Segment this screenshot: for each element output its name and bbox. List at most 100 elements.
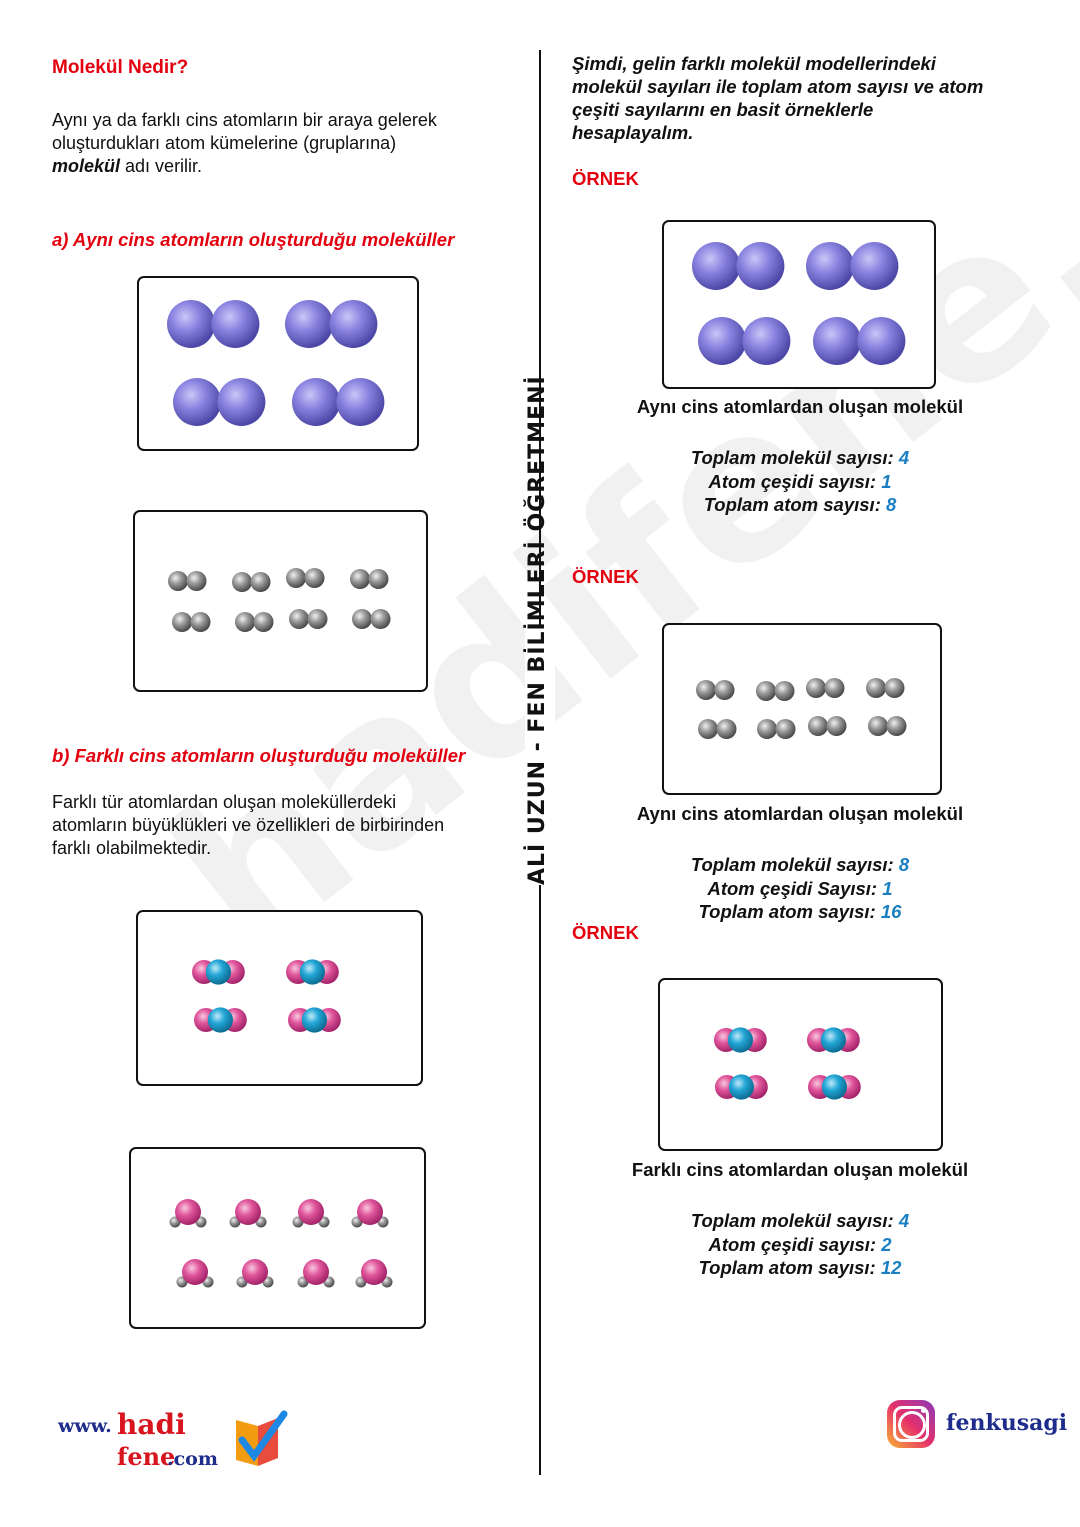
molecule-a2-atom xyxy=(352,609,372,629)
stat-label: Atom çeşidi sayısı: xyxy=(708,1233,882,1255)
site-hadi: hadi xyxy=(117,1408,186,1441)
molecule-a2-atom xyxy=(253,612,274,632)
instagram-icon[interactable] xyxy=(887,1400,935,1448)
section-b-line-3: farklı olabilmektedir. xyxy=(52,838,212,858)
molecule-ex3-atom xyxy=(727,1027,754,1053)
section-b-paragraph: Farklı tür atomlardan oluşan moleküllerd… xyxy=(52,791,522,860)
example-1-stats: Toplam molekül sayısı: 4 Atom çeşidi say… xyxy=(560,446,1040,517)
stat-label: Toplam atom sayısı: xyxy=(703,494,886,515)
molecule-a1-atom xyxy=(211,300,260,348)
instagram-handle[interactable]: fenkusagi xyxy=(946,1410,1068,1436)
stat-label: Toplam molekül sayısı: xyxy=(690,854,899,875)
stat-value: 8 xyxy=(886,494,897,515)
molecule-ex1-atom xyxy=(736,242,785,290)
molecule-ex1-atom xyxy=(813,317,861,365)
molecule-a2-atom xyxy=(350,569,370,589)
molecule-a2-atom xyxy=(172,612,192,632)
example-2-stat-1: Toplam molekül sayısı: 8 xyxy=(560,853,1040,877)
molecule-ex2-atom xyxy=(866,678,886,698)
molecule-a2-atom xyxy=(307,609,328,629)
example-1-label: ÖRNEK xyxy=(572,168,639,189)
molecule-a1-atom xyxy=(167,300,215,348)
molecule-ex1-atom xyxy=(742,317,791,365)
molecule-b1-atom xyxy=(301,1007,327,1033)
example-3-stat-1: Toplam molekül sayısı: 4 xyxy=(560,1209,1040,1233)
example-3-stat-3: Toplam atom sayısı: 12 xyxy=(560,1256,1040,1280)
molecule-a1-atom xyxy=(173,378,221,426)
definition-line-2: oluşturdukları atom kümelerine (grupları… xyxy=(52,133,397,153)
molecule-a2-atom xyxy=(235,612,255,632)
instagram-lens xyxy=(898,1411,926,1439)
section-b-line-1: Farklı tür atomlardan oluşan moleküllerd… xyxy=(52,792,397,812)
definition-rest: adı verilir. xyxy=(120,156,203,176)
example-2-stat-3: Toplam atom sayısı: 16 xyxy=(560,900,1040,924)
molecule-ex2-atom xyxy=(714,680,735,700)
example-2-caption: Aynı cins atomlardan oluşan molekül xyxy=(636,803,964,824)
molecule-ex3-atom xyxy=(821,1074,848,1100)
stat-value: 16 xyxy=(880,901,902,922)
intro-line-3: çeşiti sayılarını en basit örneklerle xyxy=(572,99,874,120)
stat-value: 4 xyxy=(898,1210,910,1231)
molecule-a1-atom xyxy=(329,300,378,348)
page-title: Molekül Nedir? xyxy=(52,57,189,78)
example-2-stats: Toplam molekül sayısı: 8 Atom çeşidi Say… xyxy=(560,853,1040,924)
stat-label: Toplam molekül sayısı: xyxy=(690,1210,899,1231)
example-2-stat-2: Atom çeşidi Sayısı: 1 xyxy=(560,877,1040,901)
molecule-b1-atom xyxy=(207,1007,233,1033)
molecule-a2-atom xyxy=(286,568,306,588)
example-2-box xyxy=(662,623,942,795)
molecule-a2-atom xyxy=(370,609,391,629)
molecule-ex2-atom xyxy=(826,716,847,736)
molecule-b2-atom xyxy=(175,1199,201,1225)
molecule-b2-atom xyxy=(361,1259,387,1285)
molecule-b2-atom xyxy=(182,1259,208,1285)
stat-value: 2 xyxy=(881,1233,892,1255)
intro-line-1: Şimdi, gelin farklı molekül modellerinde… xyxy=(572,53,936,74)
instagram-dot xyxy=(921,1408,926,1413)
definition-term: molekül xyxy=(52,156,121,176)
example-1-caption: Aynı cins atomlardan oluşan molekül xyxy=(636,396,964,417)
molecule-ex3-atom xyxy=(728,1074,755,1100)
site-com: .com xyxy=(167,1448,218,1470)
molecule-a2-atom xyxy=(289,609,309,629)
molecule-b1-atom xyxy=(205,959,231,985)
molecule-b2-atom xyxy=(235,1199,261,1225)
molecule-ex1-atom xyxy=(850,242,899,290)
molecule-a2-atom xyxy=(168,571,188,591)
stat-label: Toplam atom sayısı: xyxy=(698,901,881,922)
site-www: www. xyxy=(58,1415,112,1437)
intro-paragraph: Şimdi, gelin farklı molekül modellerinde… xyxy=(572,52,1042,144)
intro-line-2: molekül sayıları ile toplam atom sayısı … xyxy=(572,76,984,97)
example-3-stat-2: Atom çeşidi sayısı: 2 xyxy=(560,1233,1040,1257)
molecule-b2-atom xyxy=(242,1259,268,1285)
definition-paragraph: Aynı ya da farklı cins atomların bir ara… xyxy=(52,109,522,178)
example-3-caption: Farklı cins atomlardan oluşan molekül xyxy=(631,1159,969,1180)
molecule-b2-atom xyxy=(303,1259,329,1285)
molecule-ex2-atom xyxy=(884,678,905,698)
example-2-label: ÖRNEK xyxy=(572,566,639,587)
stat-value: 1 xyxy=(882,877,893,899)
model-box-b1 xyxy=(136,910,423,1086)
example-1-stat-1: Toplam molekül sayısı: 4 xyxy=(560,446,1040,470)
stat-label: Toplam atom sayısı: xyxy=(698,1257,881,1278)
molecule-ex2-atom xyxy=(757,719,777,739)
molecule-a2-atom xyxy=(250,572,271,592)
stat-label: Atom çeşidi sayısı: xyxy=(708,470,882,492)
molecule-ex1-atom xyxy=(698,317,746,365)
example-3-stats: Toplam molekül sayısı: 4 Atom çeşidi say… xyxy=(560,1209,1040,1280)
molecule-ex2-atom xyxy=(696,680,716,700)
molecule-a1-atom xyxy=(217,378,266,426)
example-1-stat-3: Toplam atom sayısı: 8 xyxy=(560,493,1040,517)
intro-line-4: hesaplayalım. xyxy=(572,122,694,143)
model-box-b2 xyxy=(129,1147,426,1329)
stat-label: Atom çeşidi Sayısı: xyxy=(707,877,883,899)
molecule-b2-atom xyxy=(298,1199,324,1225)
instagram-frame xyxy=(893,1406,929,1442)
molecule-b2-atom xyxy=(357,1199,383,1225)
definition-line-1: Aynı ya da farklı cins atomların bir ara… xyxy=(52,110,437,130)
book-check-logo-icon xyxy=(236,1410,288,1466)
molecule-ex2-atom xyxy=(775,719,796,739)
stat-value: 1 xyxy=(881,470,892,492)
molecule-ex2-atom xyxy=(886,716,907,736)
